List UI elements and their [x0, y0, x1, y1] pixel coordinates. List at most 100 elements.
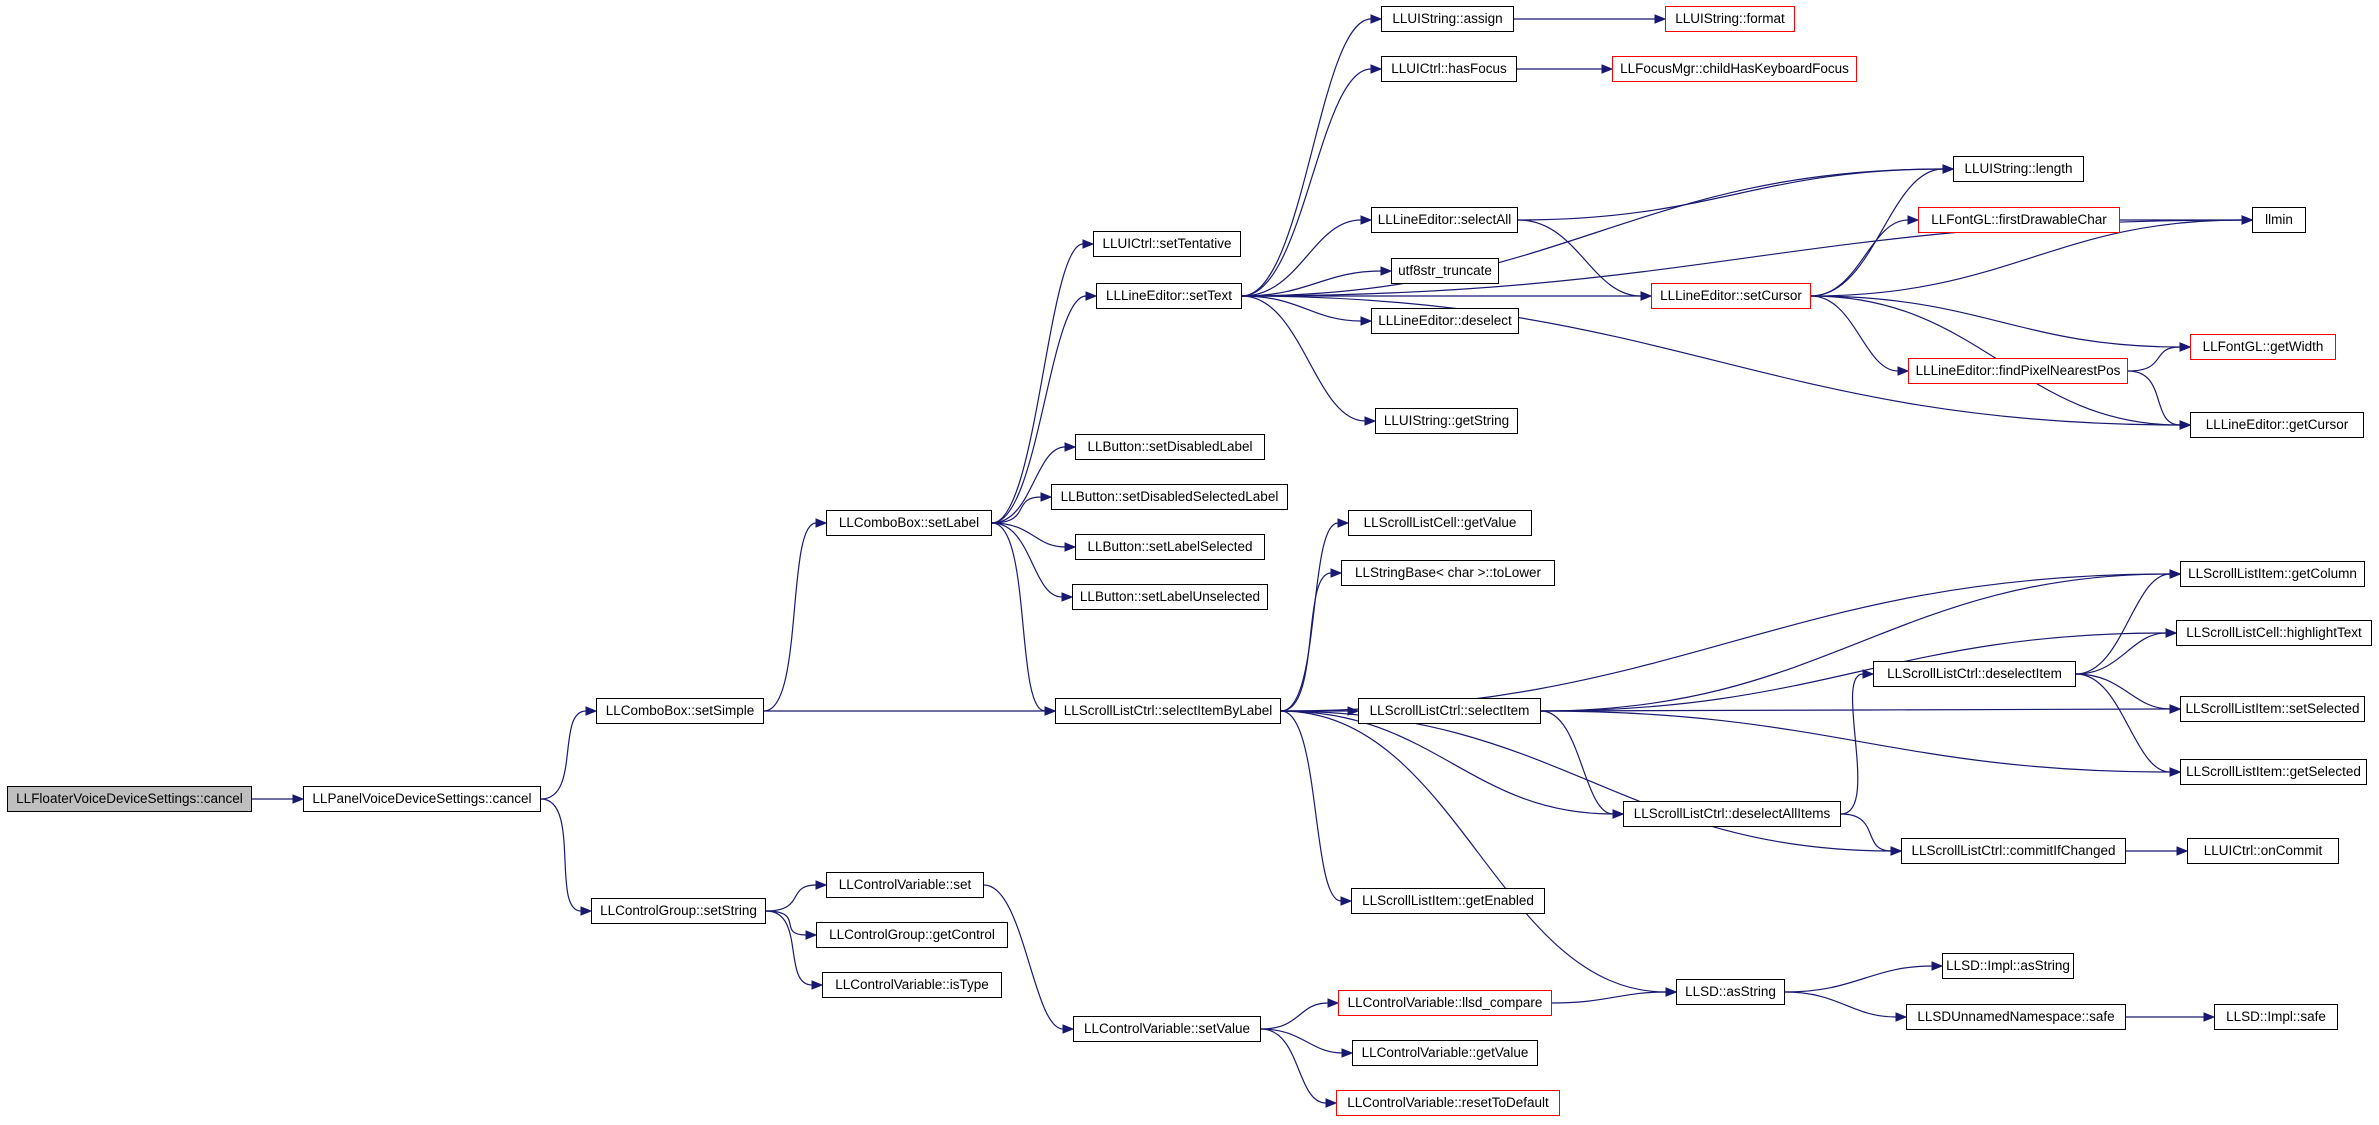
node-n9[interactable]: LLUICtrl::setTentative — [1093, 231, 1241, 257]
node-n34[interactable]: LLSD::asString — [1676, 979, 1785, 1005]
node-n11[interactable]: LLButton::setDisabledLabel — [1075, 434, 1265, 460]
arrowhead-n1-n2 — [585, 706, 598, 716]
edge-n24-n45 — [1540, 632, 2167, 712]
node-n10[interactable]: LLLineEditor::setText — [1096, 283, 1242, 309]
node-n14[interactable]: LLButton::setLabelUnselected — [1072, 584, 1268, 610]
node-n33[interactable]: LLScrollListCtrl::commitIfChanged — [1901, 838, 2126, 864]
edge-n10-n20 — [1241, 295, 1362, 322]
edge-n10-n19 — [1241, 270, 1382, 297]
node-n49[interactable]: LLSD::Impl::safe — [2214, 1004, 2338, 1030]
node-n45[interactable]: LLScrollListCell::highlightText — [2176, 620, 2372, 646]
node-n26[interactable]: LLControlVariable::llsd_compare — [1338, 990, 1552, 1016]
node-n40[interactable]: LLSDUnnamedNamespace::safe — [1906, 1004, 2126, 1030]
node-n47[interactable]: LLScrollListItem::getSelected — [2180, 759, 2367, 785]
edge-n10-n16 — [1241, 18, 1372, 297]
node-n39[interactable]: LLSD::Impl::asString — [1942, 953, 2074, 979]
node-n46[interactable]: LLScrollListItem::setSelected — [2180, 696, 2365, 722]
edge-n4-n5 — [991, 522, 1046, 712]
node-n37[interactable]: LLLineEditor::findPixelNearestPos — [1908, 358, 2128, 384]
node-n21[interactable]: LLUIString::getString — [1375, 408, 1518, 434]
edge-n5-n34 — [1280, 710, 1667, 993]
arrowhead-n4-n14 — [1061, 592, 1074, 602]
node-n18[interactable]: LLLineEditor::selectAll — [1371, 207, 1518, 233]
node-n22[interactable]: LLScrollListCell::getValue — [1348, 510, 1532, 536]
node-n36[interactable]: LLFontGL::firstDrawableChar — [1918, 207, 2120, 233]
arrowhead-n5-n24 — [1347, 706, 1360, 716]
arrowhead-n31-n35 — [1942, 164, 1955, 174]
node-n24[interactable]: LLScrollListCtrl::selectItem — [1358, 698, 1541, 724]
node-n28[interactable]: LLControlVariable::resetToDefault — [1336, 1090, 1560, 1116]
edge-n18-n31 — [1517, 219, 1642, 297]
node-n32[interactable]: LLScrollListCtrl::deselectAllItems — [1623, 801, 1841, 827]
arrowhead-n15-n26 — [1327, 998, 1340, 1008]
edge-n34-n39 — [1784, 965, 1933, 993]
edge-n38-n44 — [2075, 573, 2171, 675]
arrowhead-n4-n12 — [1040, 492, 1053, 502]
node-n16[interactable]: LLUIString::assign — [1381, 6, 1514, 32]
node-n19[interactable]: utf8str_truncate — [1391, 258, 1499, 284]
arrowhead-n37-n43 — [2179, 420, 2192, 430]
node-n27[interactable]: LLControlVariable::getValue — [1352, 1040, 1538, 1066]
node-n25[interactable]: LLScrollListItem::getEnabled — [1351, 888, 1545, 914]
node-n35[interactable]: LLUIString::length — [1953, 156, 2084, 182]
node-n7[interactable]: LLControlGroup::getControl — [816, 922, 1008, 948]
arrowhead-n18-n31 — [1640, 291, 1653, 301]
edge-n4-n10 — [991, 295, 1087, 524]
arrowhead-n38-n46 — [2169, 704, 2182, 714]
edge-n15-n26 — [1260, 1002, 1329, 1030]
edge-n6-n15 — [983, 884, 1064, 1030]
arrowhead-n0-n1 — [292, 794, 305, 804]
node-n6[interactable]: LLControlVariable::set — [826, 872, 984, 898]
arrowhead-n4-n5 — [1044, 706, 1057, 716]
arrowhead-n3-n8 — [811, 980, 824, 990]
edge-n4-n12 — [991, 496, 1042, 524]
node-n31[interactable]: LLLineEditor::setCursor — [1651, 283, 1811, 309]
arrowhead-n10-n21 — [1364, 416, 1377, 426]
node-n38[interactable]: LLScrollListCtrl::deselectItem — [1873, 661, 2076, 687]
node-n2[interactable]: LLComboBox::setSimple — [596, 698, 764, 724]
edge-n37-n43 — [2127, 370, 2181, 426]
node-n8[interactable]: LLControlVariable::isType — [822, 972, 1002, 998]
node-n5[interactable]: LLScrollListCtrl::selectItemByLabel — [1055, 698, 1281, 724]
node-n1[interactable]: LLPanelVoiceDeviceSettings::cancel — [303, 786, 541, 812]
node-n20[interactable]: LLLineEditor::deselect — [1371, 308, 1519, 334]
edge-n37-n42 — [2127, 346, 2181, 372]
node-n12[interactable]: LLButton::setDisabledSelectedLabel — [1051, 484, 1288, 510]
node-n17[interactable]: LLUICtrl::hasFocus — [1381, 56, 1517, 82]
node-n3[interactable]: LLControlGroup::setString — [591, 898, 766, 924]
node-n42[interactable]: LLFontGL::getWidth — [2190, 334, 2336, 360]
edge-n4-n13 — [991, 522, 1066, 548]
arrowhead-n10-n18 — [1360, 215, 1373, 225]
edge-n10-n35 — [1241, 168, 1944, 297]
node-n30[interactable]: LLFocusMgr::childHasKeyboardFocus — [1612, 56, 1857, 82]
node-n23[interactable]: LLStringBase< char >::toLower — [1341, 560, 1555, 586]
edge-n3-n6 — [765, 884, 817, 912]
arrowhead-n10-n16 — [1370, 14, 1383, 24]
arrowhead-n38-n45 — [2165, 628, 2178, 638]
node-n4[interactable]: LLComboBox::setLabel — [826, 510, 992, 536]
node-n44[interactable]: LLScrollListItem::getColumn — [2180, 561, 2365, 587]
edge-n24-n44 — [1540, 573, 2171, 712]
arrowhead-n5-n23 — [1330, 568, 1343, 578]
node-n41[interactable]: llmin — [2252, 207, 2306, 233]
node-n29[interactable]: LLUIString::format — [1665, 6, 1795, 32]
edge-n4-n14 — [991, 522, 1063, 598]
edge-n31-n37 — [1810, 295, 1899, 372]
node-n13[interactable]: LLButton::setLabelSelected — [1075, 534, 1265, 560]
node-n15[interactable]: LLControlVariable::setValue — [1073, 1016, 1261, 1042]
edge-n5-n32 — [1280, 710, 1614, 815]
arrowhead-n26-n34 — [1665, 987, 1678, 997]
node-n43[interactable]: LLLineEditor::getCursor — [2190, 412, 2364, 438]
arrowhead-n15-n27 — [1341, 1048, 1354, 1058]
arrowhead-n6-n15 — [1062, 1024, 1075, 1034]
edge-n38-n46 — [2075, 673, 2171, 710]
arrowhead-n37-n42 — [2179, 342, 2192, 352]
edge-n4-n11 — [991, 446, 1066, 524]
arrowhead-n33-n48 — [2176, 846, 2189, 856]
edge-n31-n36 — [1810, 219, 1909, 297]
node-n48[interactable]: LLUICtrl::onCommit — [2187, 838, 2339, 864]
edge-n5-n44 — [1280, 573, 2171, 712]
arrowhead-n16-n29 — [1654, 14, 1667, 24]
arrowhead-n17-n30 — [1601, 64, 1614, 74]
